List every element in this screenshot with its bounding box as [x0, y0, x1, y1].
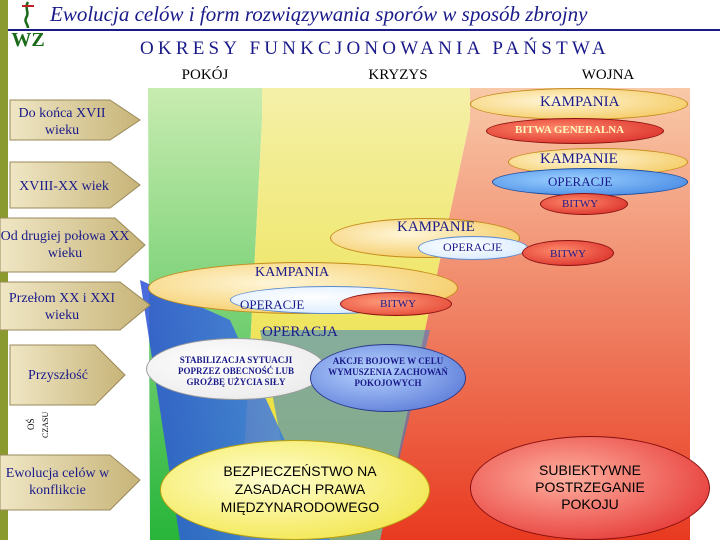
general-battle-label: BITWA GENERALNA [515, 124, 625, 136]
column-crisis: KRYZYS [368, 67, 428, 83]
stabilization-ellipse [146, 338, 326, 400]
battles-ellipse-r4 [340, 292, 452, 316]
row-label-turn-of-centuries: Przełom XX i XXI wieku [8, 291, 116, 323]
operations-label-r4: OPERACJE [240, 297, 305, 312]
battles-ellipse-r3 [522, 240, 614, 266]
time-axis-label: OŚ CZASU [22, 400, 62, 440]
security-label: BEZPIECZEŃSTWO NA ZASADACH PRAWA MIĘDZYN… [220, 463, 380, 515]
axis-word-czasu: CZASU [41, 412, 50, 438]
general-battle-ellipse [486, 118, 664, 144]
row-label-18th-20th-century: XVIII-XX wiek [19, 179, 109, 194]
battles-label-r3: BITWY [550, 248, 587, 260]
logo-text: WZ [11, 29, 44, 51]
campaign-label-r1: KAMPANIA [540, 94, 620, 110]
security-ellipse [160, 440, 430, 540]
campaign-ellipse-r1 [470, 88, 688, 120]
campaign-label-r4: KAMPANIA [255, 265, 330, 280]
battles-label-r4: BITWY [380, 298, 417, 310]
operations-label-r3: OPERACJE [443, 240, 503, 254]
title-divider [8, 29, 720, 31]
battles-label-r2: BITWY [562, 198, 599, 210]
combat-actions-ellipse [310, 344, 466, 412]
operations-label-r2: OPERACJE [548, 174, 613, 189]
campaigns-label-r3: KAMPANIE [397, 219, 475, 235]
operation-label-r5: OPERACJA [262, 324, 338, 340]
wz-logo: WZ [8, 0, 48, 52]
subjective-peace-label: SUBIEKTYWNE POSTRZEGANIE POKOJU [535, 462, 645, 512]
stabilization-label: STABILIZACJA SYTUACJI POPRZEZ OBECNOŚĆ L… [177, 355, 295, 387]
column-peace: POKÓJ [181, 67, 229, 83]
axis-word-os: OŚ [26, 418, 36, 430]
column-war: WOJNA [581, 67, 635, 83]
subjective-peace-ellipse [470, 436, 710, 540]
battles-ellipse-r2 [540, 193, 628, 215]
row-label-second-half-20th: Od drugiej połowa XX wieku [0, 229, 130, 261]
row-label-to-17th-century: Do końca XVII wieku [18, 106, 106, 138]
functioning-header: OKRESY FUNKCJONOWANIA PAŃSTWA [140, 38, 610, 59]
page-title: Ewolucja celów i form rozwiązywania spor… [50, 2, 588, 26]
row-label-goal-evolution: Ewolucja celów w konflikcie [5, 466, 110, 498]
combat-actions-label: AKCJE BOJOWE W CELU WYMUSZENIA ZACHOWAŃ … [328, 356, 448, 388]
campaigns-label-r2: KAMPANIE [540, 151, 618, 167]
row-label-future: Przyszłość [28, 368, 88, 383]
